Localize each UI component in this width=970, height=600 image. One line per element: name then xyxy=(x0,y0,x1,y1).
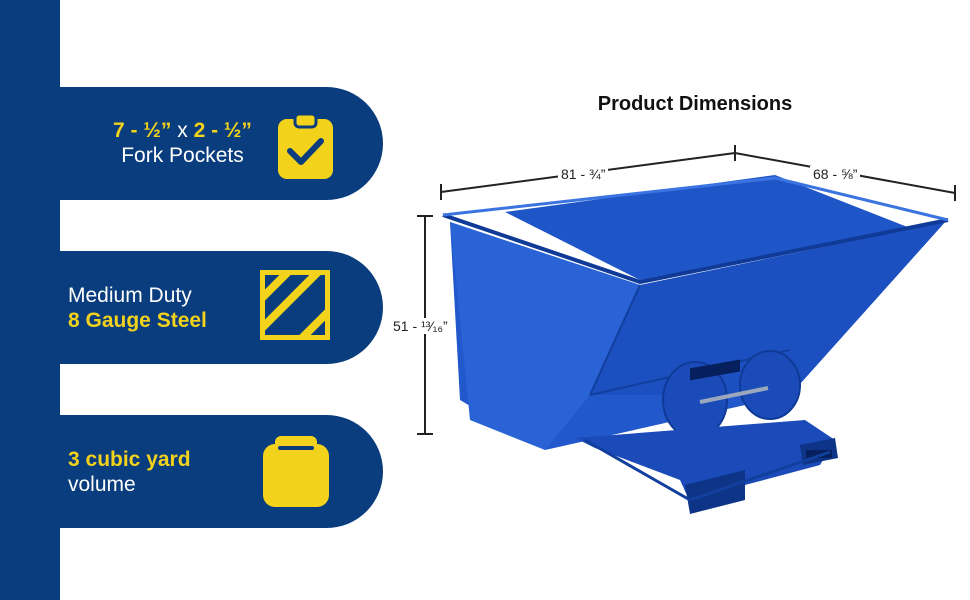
fork-pocket-height: 2 - ½” xyxy=(193,119,252,142)
product-dimensions-title: Product Dimensions xyxy=(597,93,793,115)
box-icon xyxy=(263,436,329,507)
fork-pocket-separator: x xyxy=(171,119,194,142)
hopper-body xyxy=(442,175,949,514)
clipboard-check-icon xyxy=(278,113,333,179)
gauge-steel-text: Medium Duty 8 Gauge Steel xyxy=(68,283,207,333)
fork-pockets-label: Fork Pockets xyxy=(121,144,244,167)
fork-pocket-width: 7 - ½” xyxy=(113,119,172,142)
striped-square-icon xyxy=(260,270,330,340)
volume-label: volume xyxy=(68,473,136,496)
duty-label: Medium Duty xyxy=(68,284,192,307)
gauge-label: 8 Gauge Steel xyxy=(68,309,207,332)
volume-text: 3 cubic yard volume xyxy=(68,447,191,497)
fork-pockets-text: 7 - ½” x 2 - ½” Fork Pockets xyxy=(95,118,270,168)
width-dimension-label: 81 - ¾” xyxy=(558,166,609,182)
volume-amount: 3 cubic yard xyxy=(68,448,191,471)
depth-dimension-label: 68 - ⅝” xyxy=(810,166,861,182)
height-dimension-label: 51 - ¹³⁄₁₆” xyxy=(390,318,451,334)
